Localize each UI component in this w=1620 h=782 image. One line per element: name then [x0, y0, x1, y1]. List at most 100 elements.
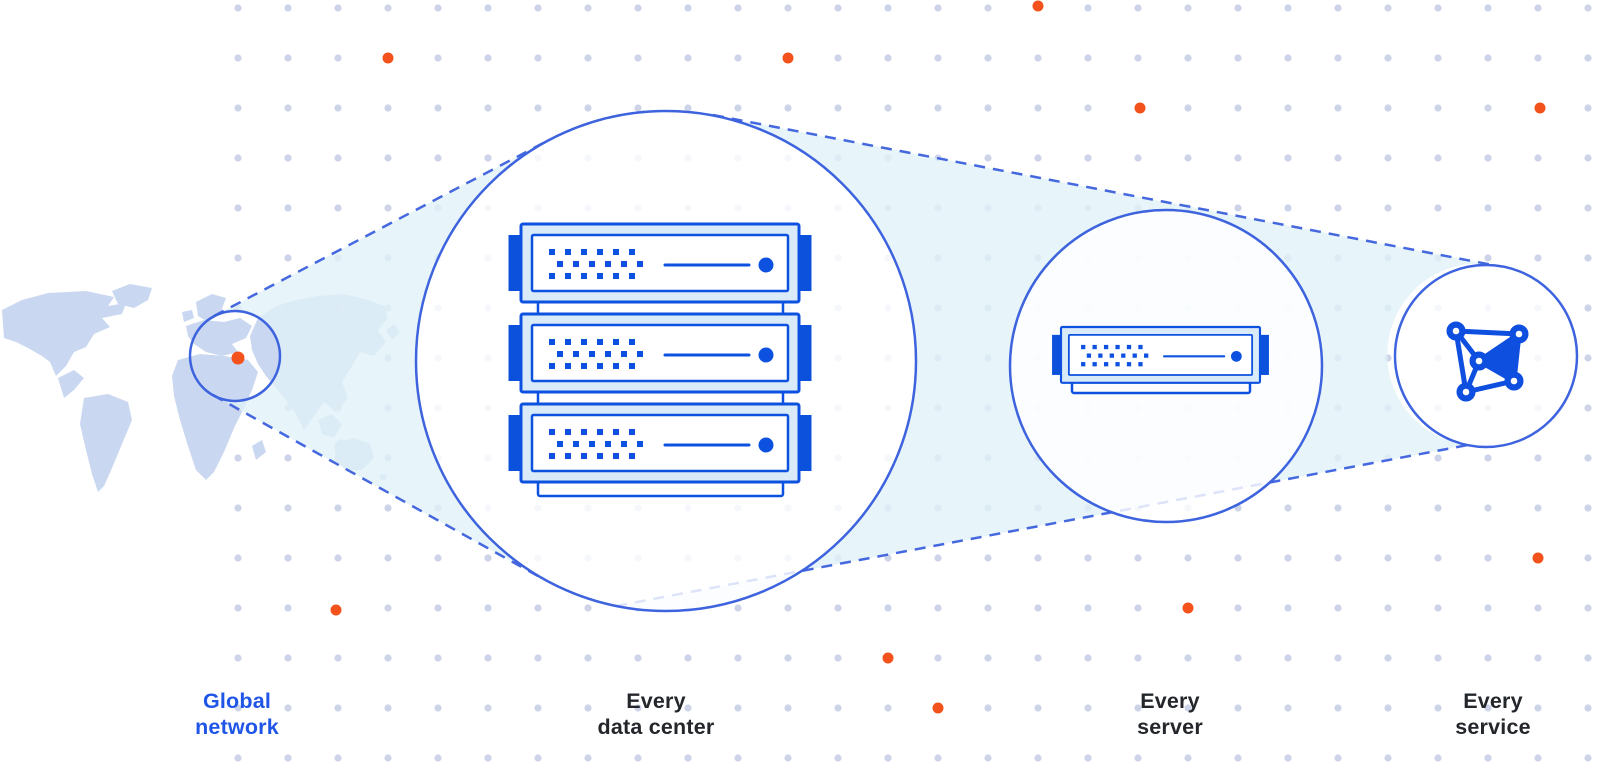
grid-dot [384, 554, 392, 562]
grid-dot [384, 154, 392, 162]
server-unit-icon [1050, 325, 1271, 395]
grid-dot [484, 754, 492, 762]
grid-dot [1134, 704, 1142, 712]
grid-dot [684, 654, 692, 662]
grid-dot [1284, 604, 1292, 612]
grid-dot [534, 4, 542, 12]
grid-dot [284, 4, 292, 12]
grid-dot [584, 54, 592, 62]
grid-dot [484, 704, 492, 712]
grid-dot [1584, 454, 1592, 462]
grid-dot [1384, 104, 1392, 112]
label-line: Every [1140, 689, 1200, 713]
beam-map-to-datacenter [213, 140, 549, 580]
grid-dot [1284, 4, 1292, 12]
grid-dot [1084, 4, 1092, 12]
label-every-service: Every service [1455, 688, 1531, 740]
grid-dot [1084, 604, 1092, 612]
grid-dot [334, 704, 342, 712]
grid-dot [1484, 504, 1492, 512]
grid-dot [1284, 754, 1292, 762]
grid-dot [1584, 354, 1592, 362]
service-circle [1393, 263, 1579, 449]
grid-dot [884, 604, 892, 612]
grid-dot [1484, 254, 1492, 262]
grid-dot [1584, 204, 1592, 212]
grid-dot [1334, 104, 1342, 112]
grid-dot [1534, 604, 1542, 612]
map-location-marker [231, 351, 245, 365]
orange-accent-dot [330, 604, 342, 616]
grid-dot [784, 4, 792, 12]
landmass-greenland [112, 284, 152, 308]
label-line: Every [1463, 689, 1523, 713]
grid-dot [1084, 54, 1092, 62]
grid-dot [1534, 204, 1542, 212]
grid-dot [334, 754, 342, 762]
grid-dot [584, 604, 592, 612]
grid-dot [284, 504, 292, 512]
grid-dot [1034, 554, 1042, 562]
grid-dot [1034, 654, 1042, 662]
label-line: server [1137, 715, 1203, 739]
grid-dot [1384, 654, 1392, 662]
grid-dot [234, 704, 242, 712]
grid-dot [884, 4, 892, 12]
grid-dot [434, 604, 442, 612]
grid-dot [384, 204, 392, 212]
grid-dot [1134, 54, 1142, 62]
grid-dot [1284, 554, 1292, 562]
grid-dot [284, 704, 292, 712]
grid-dot [1584, 554, 1592, 562]
grid-dot [1484, 154, 1492, 162]
grid-dot [884, 704, 892, 712]
grid-dot [784, 104, 792, 112]
grid-dot [1234, 554, 1242, 562]
grid-dot [234, 604, 242, 612]
grid-dot [434, 104, 442, 112]
grid-dot [1334, 154, 1342, 162]
grid-dot [1234, 704, 1242, 712]
label-line: Every [626, 689, 686, 713]
grid-dot [1134, 154, 1142, 162]
grid-dot [1134, 654, 1142, 662]
grid-dot [334, 504, 342, 512]
grid-dot [584, 704, 592, 712]
grid-dot [284, 154, 292, 162]
landmass-madagascar [252, 440, 266, 460]
grid-dot [534, 104, 542, 112]
orange-accent-dot [932, 702, 944, 714]
grid-dot [984, 754, 992, 762]
grid-dot [1234, 754, 1242, 762]
grid-dot [1084, 754, 1092, 762]
grid-dot [1384, 154, 1392, 162]
landmass-south-america [80, 394, 132, 492]
grid-dot [234, 654, 242, 662]
grid-dot [984, 604, 992, 612]
grid-dot [1234, 54, 1242, 62]
grid-dot [834, 4, 842, 12]
orange-accent-dot [882, 652, 894, 664]
grid-dot [1384, 204, 1392, 212]
grid-dot [1584, 704, 1592, 712]
label-every-data-center: Every data center [598, 688, 715, 740]
datacenter-circle [414, 109, 918, 613]
grid-dot [1234, 604, 1242, 612]
grid-dot [234, 504, 242, 512]
grid-dot [1484, 4, 1492, 12]
grid-dot [1534, 454, 1542, 462]
grid-dot [1434, 454, 1442, 462]
grid-dot [584, 754, 592, 762]
grid-dot [234, 104, 242, 112]
grid-dot [734, 104, 742, 112]
orange-accent-dot [382, 52, 394, 64]
landmass-north-america [2, 291, 126, 376]
orange-accent-dot [1534, 102, 1546, 114]
landmass-central-america [58, 370, 84, 398]
grid-dot [984, 704, 992, 712]
grid-dot [1584, 754, 1592, 762]
grid-dot [1434, 604, 1442, 612]
grid-dot [284, 104, 292, 112]
grid-dot [1334, 754, 1342, 762]
